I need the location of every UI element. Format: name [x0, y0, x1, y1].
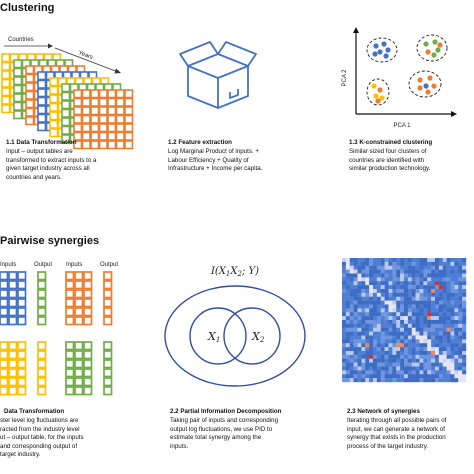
step-2-1-title: Data Transformation: [4, 408, 65, 415]
cluster-point: [371, 83, 377, 89]
synergy-heatmap: [342, 258, 467, 383]
cluster-boundary: [366, 37, 398, 63]
venn-outer-ellipse: [164, 285, 306, 387]
cluster-point: [432, 39, 438, 45]
grid-sets: [0, 271, 113, 396]
step-1-2-body: Log Marginal Product of inputs. + Labour…: [168, 148, 263, 173]
cube-layers: [1, 53, 134, 150]
cluster-boundary: [416, 34, 448, 62]
grid-arrows: [4, 43, 121, 74]
step-2-3-body: Iterating through all possible pairs of …: [347, 417, 447, 450]
step-1-3-title: 1.3 K-constrained clustering: [349, 139, 433, 146]
step-2-2-body: Taking pair of inputs and corresponding …: [170, 417, 279, 450]
cluster-point: [431, 83, 437, 89]
cluster-point: [381, 41, 387, 47]
step-1-2-title: 1.2 Feature extraction: [168, 139, 232, 146]
cluster-point: [383, 53, 389, 59]
years-label: Years: [77, 50, 93, 61]
step-1-3-body: Similar sized four clusters of countries…: [349, 148, 431, 173]
matrix-grid: [103, 341, 113, 396]
step-2-2-title: 2.2 Partial Information Decomposition: [170, 408, 282, 415]
pid-venn-diagram: I(X1X2; Y) X1 X2: [164, 266, 306, 387]
cluster-point: [423, 41, 429, 47]
venn-label-x2: X2: [251, 330, 265, 344]
data-cube-grid: Countries Years: [1, 37, 134, 150]
cluster-point: [425, 89, 431, 95]
cluster-point: [431, 52, 437, 58]
col-label-inputs-2: Inputs: [66, 262, 82, 268]
step-2-3-title: 2.3 Network of synergies: [347, 408, 420, 415]
section2-heading: Pairwise synergies: [0, 235, 100, 247]
cluster-point: [377, 49, 383, 55]
cluster-boundary: [366, 78, 390, 106]
col-label-inputs-1: Inputs: [0, 262, 16, 268]
pca1-label: PCA 1: [393, 123, 411, 129]
matrix-grid: [65, 271, 93, 326]
pairwise-grids: Inputs Output Inputs Output: [0, 262, 118, 396]
matrix-grid: [0, 271, 27, 326]
step-2-1-body: ster level log fluctuations are racted f…: [0, 417, 84, 459]
section1-heading: Clustering: [0, 2, 55, 14]
cluster-boundary: [408, 70, 442, 98]
cluster-point: [423, 83, 429, 89]
cluster-point: [375, 98, 381, 104]
cluster-point: [425, 49, 431, 55]
cluster-point: [377, 87, 383, 93]
cluster-point: [373, 93, 379, 99]
pid-formula: I(X1X2; Y): [210, 266, 259, 278]
matrix-grid: [65, 341, 93, 396]
matrix-grid: [37, 271, 47, 326]
venn-circle-x1: [189, 307, 247, 365]
cluster-point: [372, 51, 378, 57]
pca2-label: PCA 2: [342, 69, 348, 87]
box-icon: [179, 41, 257, 109]
col-label-output-1: Output: [34, 262, 52, 268]
cube-layer: [73, 89, 134, 150]
clusters: [366, 34, 448, 106]
cluster-point: [385, 47, 391, 53]
step-1-1-title: 1.1 Data Transformation: [6, 139, 77, 146]
cluster-point: [427, 75, 433, 81]
cluster-point: [435, 47, 441, 53]
matrix-grid: [103, 271, 113, 326]
matrix-grid: [0, 341, 27, 396]
venn-label-x1: X1: [207, 330, 220, 344]
cluster-point: [437, 42, 443, 48]
venn-circle-x2: [223, 307, 281, 365]
cluster-point: [417, 85, 423, 91]
cluster-point: [373, 43, 379, 49]
col-label-output-2: Output: [100, 262, 118, 268]
cluster-scatter-plot: PCA 2 PCA 1: [342, 27, 457, 129]
cluster-point: [379, 95, 385, 101]
step-1-1-body: Input – output tables are transformed to…: [6, 148, 97, 181]
cluster-point: [417, 77, 423, 83]
matrix-grid: [37, 341, 47, 396]
countries-label: Countries: [8, 37, 34, 43]
